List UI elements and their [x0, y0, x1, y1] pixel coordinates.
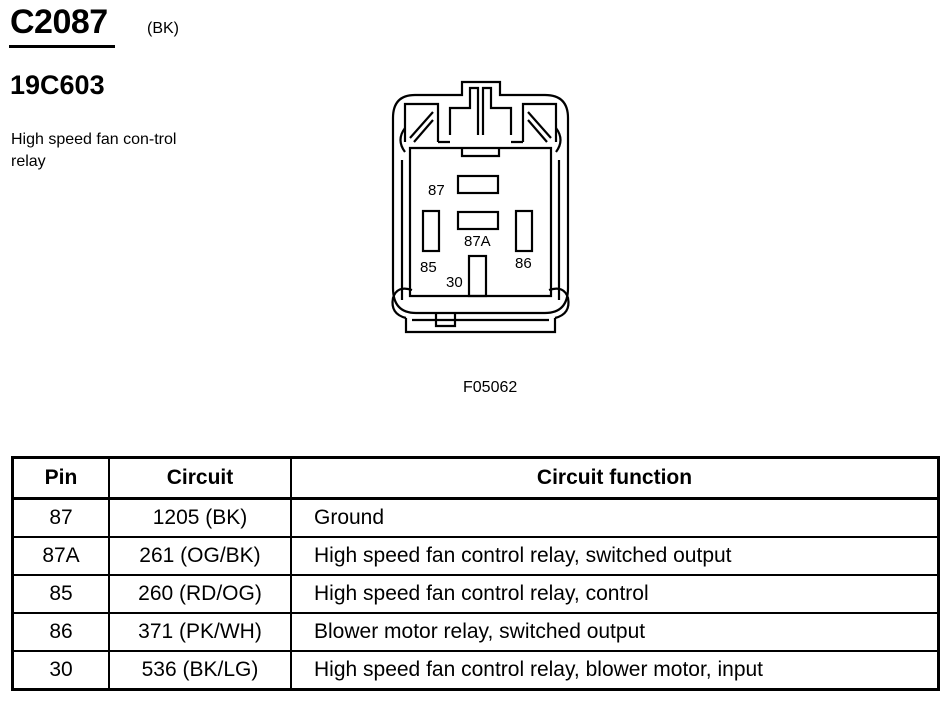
pin-label-87: 87: [428, 182, 445, 199]
figure-code: F05062: [463, 379, 518, 396]
terminal-85: [421, 209, 441, 253]
table-header-row: Pin Circuit Circuit function: [11, 456, 940, 500]
terminal-30: [467, 254, 488, 298]
cell-function: High speed fan control relay, blower mot…: [290, 650, 940, 691]
cell-pin: 86: [11, 612, 110, 652]
connector-id-underline: [9, 45, 115, 48]
cell-circuit: 1205 (BK): [108, 497, 292, 538]
connector-id: C2087: [10, 3, 108, 41]
table-row: 30 536 (BK/LG) High speed fan control re…: [11, 650, 940, 691]
header-circuit: Circuit: [108, 456, 292, 500]
table-row: 87A 261 (OG/BK) High speed fan control r…: [11, 536, 940, 576]
header-pin: Pin: [11, 456, 110, 500]
cell-function: High speed fan control relay, control: [290, 574, 940, 614]
terminal-86: [514, 209, 534, 253]
cell-pin: 30: [11, 650, 110, 691]
table-row: 86 371 (PK/WH) Blower motor relay, switc…: [11, 612, 940, 652]
cell-circuit: 260 (RD/OG): [108, 574, 292, 614]
cell-function: Ground: [290, 497, 940, 538]
pin-label-85: 85: [420, 259, 437, 276]
connector-housing: [391, 80, 570, 334]
cell-circuit: 371 (PK/WH): [108, 612, 292, 652]
cell-pin: 87: [11, 497, 110, 538]
terminal-87a: [456, 210, 500, 231]
pin-terminals: [421, 174, 534, 298]
header-circuit-function: Circuit function: [290, 456, 940, 500]
pin-label-30: 30: [446, 274, 463, 291]
terminal-87: [456, 174, 500, 195]
table-row: 85 260 (RD/OG) High speed fan control re…: [11, 574, 940, 614]
pin-table: Pin Circuit Circuit function 87 1205 (BK…: [11, 456, 940, 691]
component-id: 19C603: [10, 70, 105, 100]
pin-label-87a: 87A: [464, 233, 491, 250]
table-row: 87 1205 (BK) Ground: [11, 497, 940, 538]
cell-pin: 87A: [11, 536, 110, 576]
cell-function: Blower motor relay, switched output: [290, 612, 940, 652]
relay-connector-diagram: 87 87A 85 86 30: [391, 80, 570, 334]
component-description: High speed fan con-trol relay: [11, 131, 177, 170]
cell-function: High speed fan control relay, switched o…: [290, 536, 940, 576]
cell-pin: 85: [11, 574, 110, 614]
pin-label-86: 86: [515, 255, 532, 272]
connector-color: (BK): [147, 20, 179, 37]
cell-circuit: 536 (BK/LG): [108, 650, 292, 691]
cell-circuit: 261 (OG/BK): [108, 536, 292, 576]
